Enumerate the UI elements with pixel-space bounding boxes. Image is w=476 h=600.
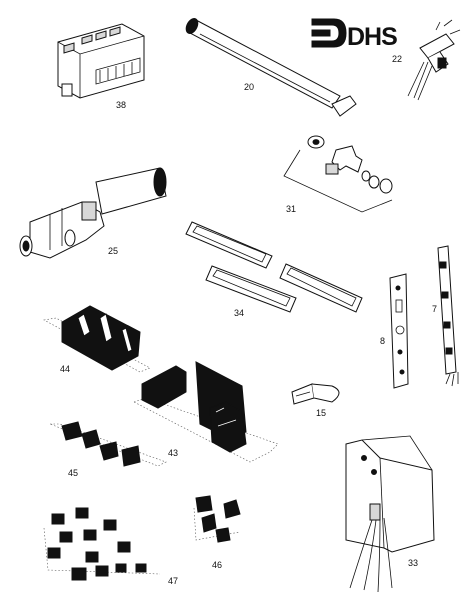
label-8: 8 <box>380 336 385 346</box>
part-22-ignition-electrode <box>407 19 461 101</box>
label-33: 33 <box>408 558 418 568</box>
part-45-clips <box>49 421 167 467</box>
logo-text: DHS <box>347 23 397 51</box>
label-45: 45 <box>68 468 78 478</box>
label-46: 46 <box>212 560 222 570</box>
label-43: 43 <box>168 448 178 458</box>
part-46-connectors <box>193 495 241 543</box>
dhs-logo: DHS <box>311 18 398 51</box>
part-25-gas-valve <box>19 167 167 259</box>
part-31-gas-fittings <box>283 135 393 213</box>
label-44: 44 <box>60 364 70 374</box>
label-47: 47 <box>168 576 178 586</box>
part-43-burner-panels <box>133 361 279 463</box>
part-20-flue-tube <box>185 18 357 117</box>
label-38: 38 <box>116 100 126 110</box>
label-15: 15 <box>316 408 326 418</box>
label-25: 25 <box>108 246 118 256</box>
part-33-junction-box <box>345 435 435 593</box>
label-31: 31 <box>286 204 296 214</box>
part-34-window-gaskets <box>185 221 363 313</box>
part-38-control-box <box>57 23 145 99</box>
part-44-insulation-blocks <box>43 305 151 373</box>
part-47-connector-blocks <box>43 507 161 581</box>
part-7-electrode-strip <box>437 245 459 387</box>
label-20: 20 <box>244 82 254 92</box>
label-7: 7 <box>432 304 437 314</box>
part-8-bracket <box>389 273 409 389</box>
part-15-lamp <box>291 383 340 405</box>
label-22: 22 <box>392 54 402 64</box>
label-34: 34 <box>234 308 244 318</box>
